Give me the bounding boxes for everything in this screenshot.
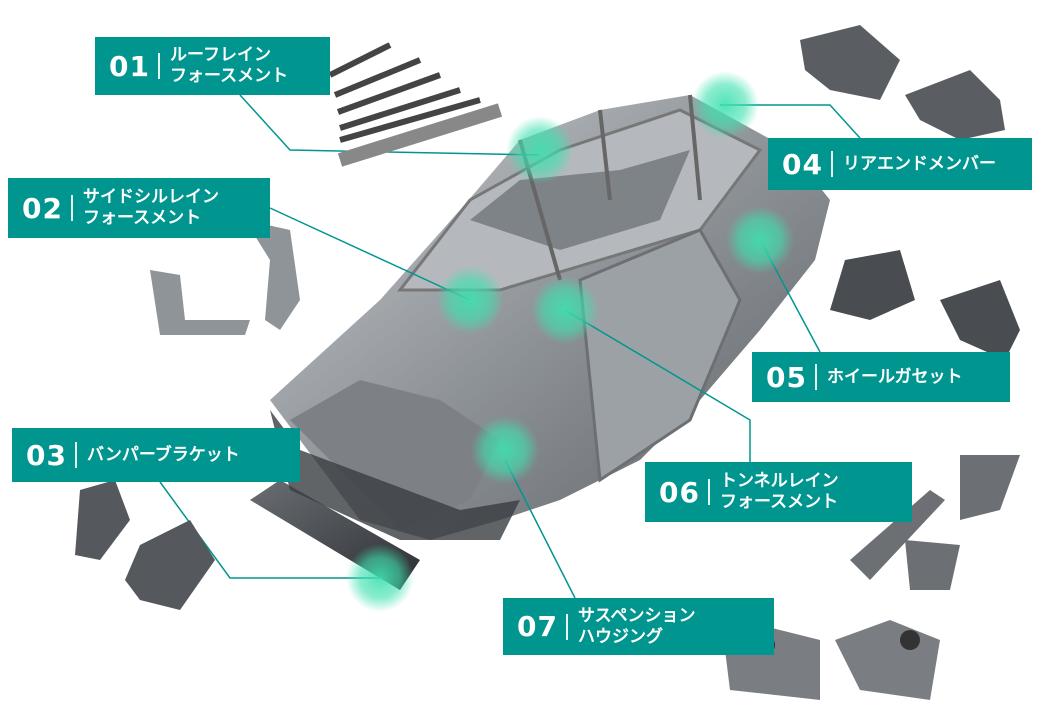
label-divider (70, 195, 73, 221)
leader-lines (159, 94, 861, 599)
label-divider (814, 364, 817, 390)
part-wheel-gusset (830, 250, 1020, 360)
label-divider (565, 613, 568, 640)
label-number: 02 (22, 191, 63, 225)
label-02-side-sill-reinforcement: 02 サイドシルレイン フォースメント (8, 178, 270, 238)
label-03-bumper-bracket: 03 バンパーブラケット (12, 428, 300, 482)
label-number: 04 (782, 147, 823, 181)
part-bumper-bracket (75, 480, 215, 610)
label-number: 05 (766, 360, 807, 394)
label-text: ホイールガセット (826, 366, 963, 387)
label-text: バンパーブラケット (86, 444, 240, 465)
label-05-wheel-gusset: 05 ホイールガセット (752, 352, 1010, 402)
part-roof-reinforcement (328, 42, 503, 167)
label-01-roof-reinforcement: 01 ルーフレイン フォースメント (95, 37, 330, 95)
label-text: リアエンドメンバー (842, 153, 996, 174)
label-number: 06 (659, 475, 700, 509)
label-divider (157, 53, 160, 79)
label-divider (74, 442, 77, 468)
part-tunnel-reinforcement (850, 455, 1020, 590)
part-rear-end-member (800, 25, 1005, 140)
label-number: 07 (517, 610, 558, 643)
label-04-rear-end-member: 04 リアエンドメンバー (768, 138, 1032, 190)
highlight-glows (346, 71, 794, 612)
part-side-sill (150, 220, 300, 335)
label-text: サイドシルレイン フォースメント (82, 187, 219, 228)
label-number: 01 (109, 49, 150, 83)
label-text: サスペンション ハウジング (577, 605, 696, 647)
label-text: ルーフレイン フォースメント (169, 45, 289, 86)
label-06-tunnel-reinforcement: 06 トンネルレイン フォースメント (645, 462, 912, 522)
label-07-suspension-housing: 07 サスペンション ハウジング (503, 598, 774, 655)
label-divider (707, 479, 710, 505)
label-number: 03 (26, 438, 67, 472)
label-text: トンネルレイン フォースメント (719, 471, 839, 512)
label-divider (830, 151, 833, 177)
